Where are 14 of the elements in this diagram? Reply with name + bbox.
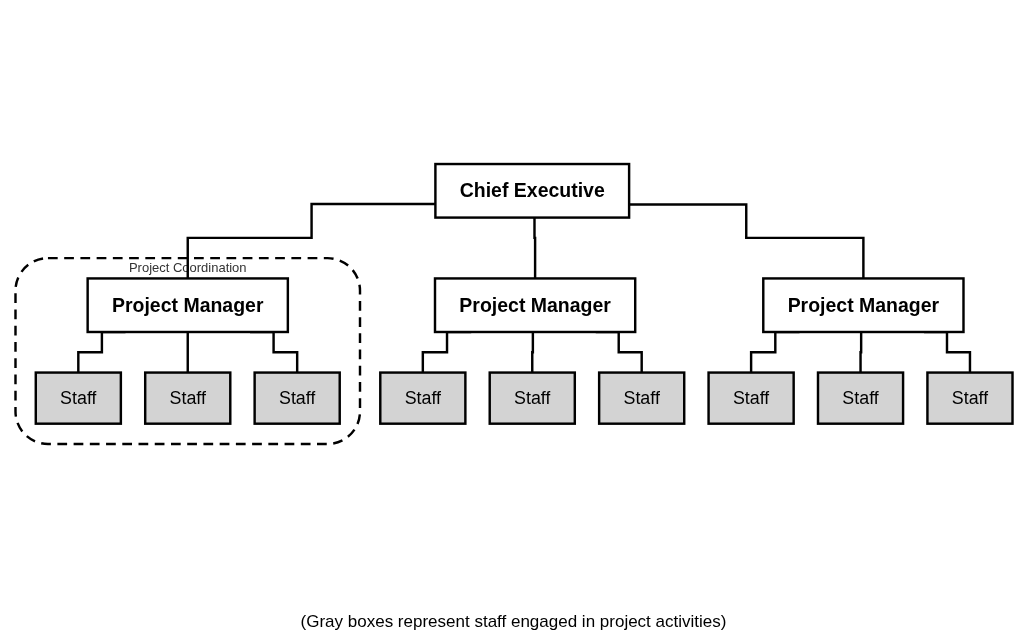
node-box: Staff: [488, 371, 576, 425]
node-box: Staff: [816, 371, 904, 425]
node-box: Chief Executive: [433, 162, 630, 219]
node-box: Staff: [143, 371, 231, 425]
caption: (Gray boxes represent staff engaged in project activities): [300, 612, 727, 632]
node-box: Project Manager: [85, 277, 289, 334]
node-box: Staff: [597, 371, 685, 425]
node-box: Project Manager: [433, 277, 636, 334]
node-box: Staff: [252, 371, 341, 425]
node-box: Staff: [34, 371, 122, 425]
node-box: Staff: [925, 371, 1014, 425]
node-box: Project Manager: [761, 277, 965, 334]
node-box: Staff: [378, 371, 467, 425]
node-box: Staff: [706, 371, 795, 425]
